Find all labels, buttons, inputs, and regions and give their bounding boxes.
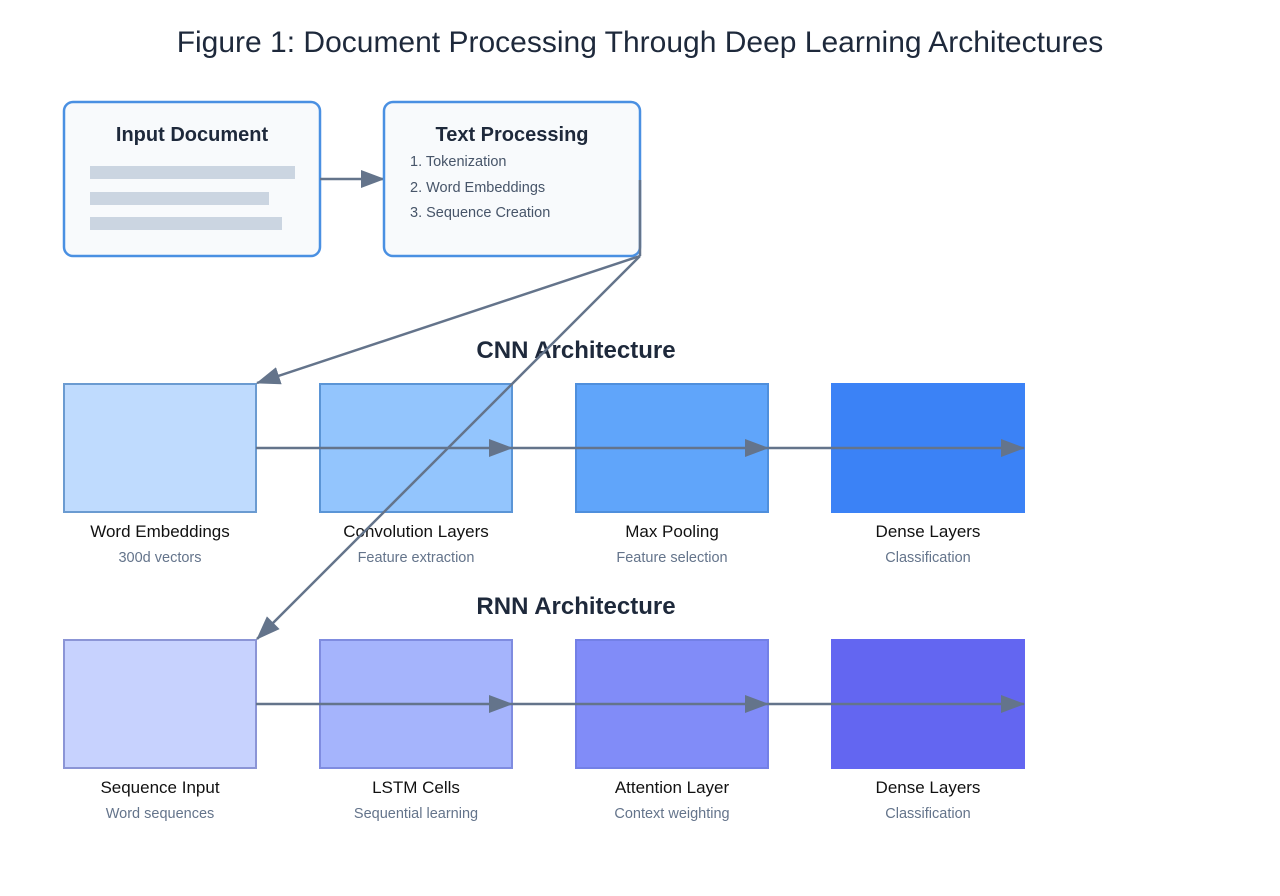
processing-step: 1. Tokenization	[410, 154, 506, 170]
arrow-processing-to-rnn	[256, 255, 641, 640]
layer-description: Sequential learning	[354, 806, 478, 822]
layer-block	[63, 383, 257, 513]
input-document-title: Input Document	[116, 124, 269, 146]
layer-label: LSTM Cells	[372, 778, 460, 797]
layer-label: Convolution Layers	[343, 522, 489, 541]
layer-description: Feature extraction	[358, 550, 475, 566]
layer-label: Sequence Input	[100, 778, 219, 797]
figure-title: Figure 1: Document Processing Through De…	[177, 26, 1104, 59]
processing-step: 2. Word Embeddings	[410, 180, 545, 196]
arrow-processing-to-cnn	[256, 254, 641, 385]
layer-block	[63, 639, 257, 769]
document-text-line	[90, 166, 295, 179]
cnn-architecture-row: Word Embeddings 300d vectors Convolution L…	[63, 383, 1025, 566]
document-text-line	[90, 217, 282, 230]
document-text-line	[90, 192, 269, 205]
cnn-layer-word-embeddings: Word Embeddings 300d vectors	[63, 383, 257, 566]
cnn-section-title: CNN Architecture	[476, 337, 675, 364]
layer-description: Classification	[885, 550, 970, 566]
input-document-box: Input Document	[62, 100, 322, 258]
text-processing-box: Text Processing 1. Tokenization 2. Word …	[382, 100, 642, 258]
layer-label: Word Embeddings	[90, 522, 230, 541]
layer-label: Dense Layers	[876, 778, 981, 797]
layer-description: Word sequences	[106, 806, 215, 822]
text-processing-title: Text Processing	[435, 124, 588, 146]
layer-label: Attention Layer	[615, 778, 730, 797]
layer-description: Context weighting	[614, 806, 729, 822]
layer-label: Max Pooling	[625, 522, 719, 541]
layer-description: Feature selection	[616, 550, 727, 566]
processing-step: 3. Sequence Creation	[410, 205, 550, 221]
layer-label: Dense Layers	[876, 522, 981, 541]
text-processing-frame	[382, 100, 642, 258]
layer-description: Classification	[885, 806, 970, 822]
layer-description: 300d vectors	[118, 550, 201, 566]
rnn-section-title: RNN Architecture	[476, 593, 675, 620]
